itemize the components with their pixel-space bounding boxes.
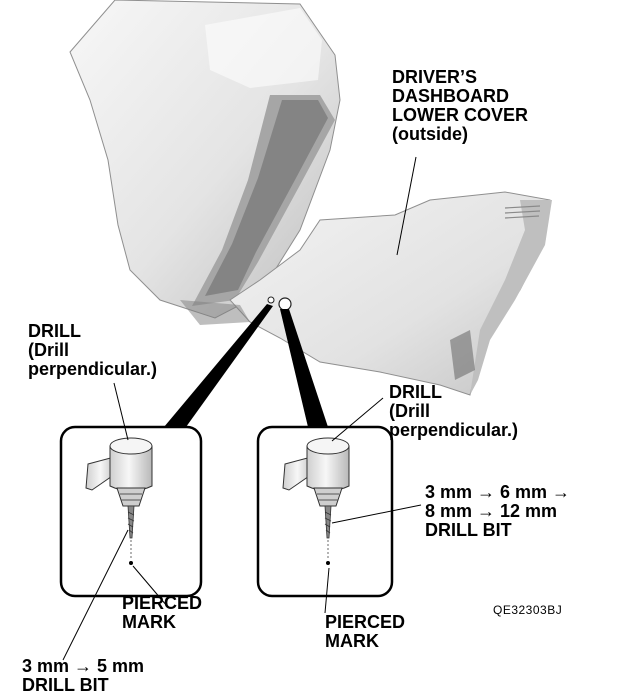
detail-box-right — [256, 425, 394, 598]
label-pierced-left: PIERCED MARK — [122, 593, 203, 632]
detail-connectors — [164, 304, 328, 427]
label-pierced-right: PIERCED MARK — [325, 612, 406, 651]
label-bit-right: 3 mm → 6 mm → 8 mm → 12 mm DRILL BIT — [425, 482, 571, 540]
dashboard-lower-cover — [69, 0, 552, 396]
pierced-hole-large — [278, 297, 292, 311]
label-cover: DRIVER’S DASHBOARD LOWER COVER (outside) — [392, 67, 529, 144]
pierced-hole-small — [267, 296, 275, 304]
cover-channel — [192, 95, 335, 306]
label-bit-left: 3 mm → 5 mm DRILL BIT — [22, 656, 145, 695]
figure-code: QE32303BJ — [493, 603, 563, 617]
label-drill-left: DRILL (Drill perpendicular.) — [28, 321, 158, 379]
leader-cover — [396, 156, 417, 256]
leader-pierced-left — [132, 565, 168, 607]
detail-box-left — [59, 425, 203, 598]
label-drill-right: DRILL (Drill perpendicular.) — [389, 382, 519, 440]
leader-pierced-right — [324, 567, 330, 614]
leader-drill-left — [113, 382, 129, 441]
leader-bit-right — [331, 504, 422, 524]
leader-bit-left — [62, 529, 129, 661]
leader-drill-right — [331, 397, 384, 442]
leader-lines — [62, 156, 422, 661]
